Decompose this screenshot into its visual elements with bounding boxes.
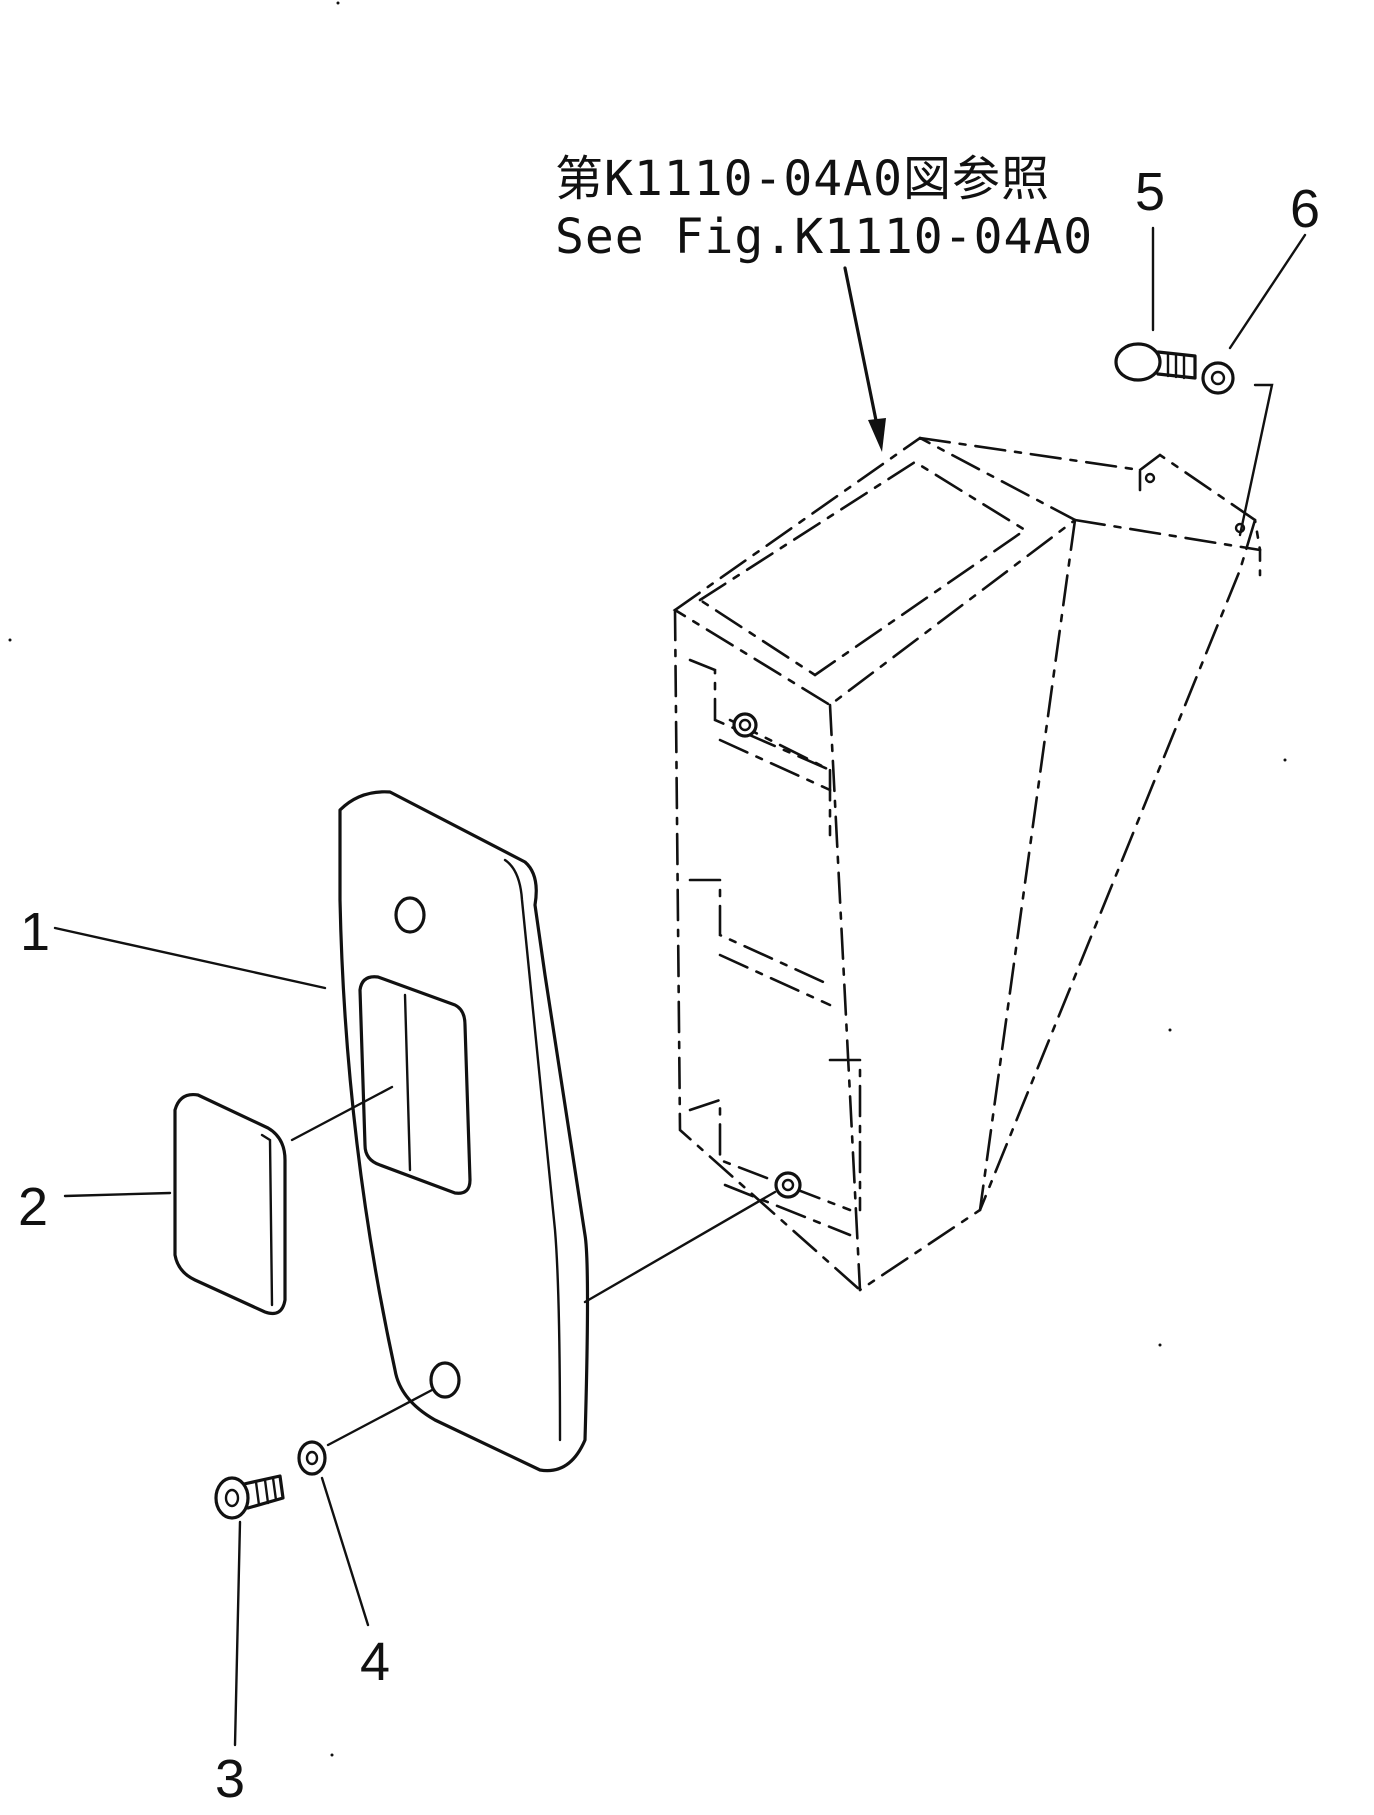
- washer-4-drawing: [297, 1388, 434, 1627]
- reference-arrow: [843, 266, 886, 452]
- lens-cover-2: [63, 1085, 394, 1316]
- console-housing: [672, 436, 1262, 1292]
- leader-1: [53, 926, 327, 990]
- callout-3: 3: [215, 1749, 246, 1809]
- callout-6: 6: [1290, 179, 1321, 239]
- callout-2: 2: [18, 1177, 49, 1237]
- leader-cover-mount: [583, 1190, 777, 1304]
- washer-6-drawing: [1201, 233, 1307, 537]
- callout-5: 5: [1135, 162, 1166, 222]
- reference-note: 第K1110-04A0図参照 See Fig.K1110-04A0: [555, 150, 1094, 266]
- reference-note-en: See Fig.K1110-04A0: [555, 209, 1094, 265]
- callout-1: 1: [20, 902, 51, 962]
- bolt-5-drawing: [1114, 226, 1197, 382]
- callout-4: 4: [360, 1632, 391, 1692]
- cover-panel-1: [338, 790, 590, 1473]
- reference-note-jp: 第K1110-04A0図参照: [555, 151, 1050, 207]
- bolt-3-drawing: [214, 1474, 285, 1747]
